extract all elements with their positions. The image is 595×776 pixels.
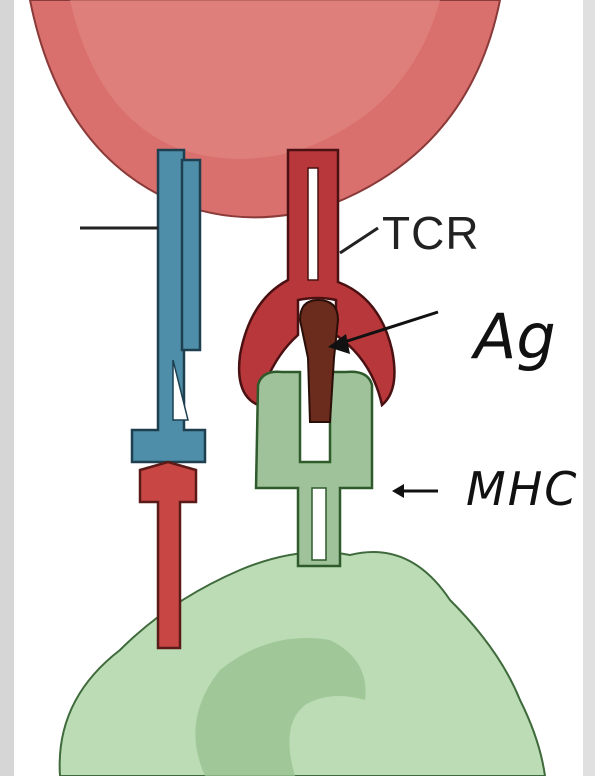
mhc-label: MHC [466,462,578,516]
coreceptor [80,150,205,462]
mhc-arrow-head [392,484,404,498]
tcr-label: TCR [382,206,480,260]
ag-label: Ag [474,300,556,373]
right-edge-shading [583,0,595,776]
tcr-pointer [340,228,378,253]
left-edge-shading [0,0,14,776]
